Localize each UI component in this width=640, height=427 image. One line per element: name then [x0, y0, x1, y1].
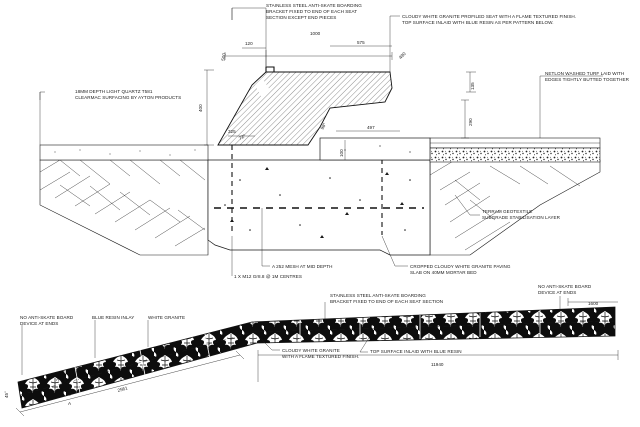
dim-11940: 11940: [431, 362, 444, 367]
note-turf-1: NETLON WASHED TURF LAID WITH: [545, 71, 624, 76]
dim-100: 100: [339, 149, 344, 157]
plan-note-bracket-1: STAINLESS STEEL ANTI-SKATE BOARDING: [330, 293, 426, 298]
dim-1000: 1000: [310, 31, 321, 36]
plan-note-ends-left-2: DEVICE AT ENDS: [20, 321, 58, 326]
note-quartz-1: 18MM DEPTH LIGHT QUARTZ T581: [75, 89, 153, 94]
plan-note-blue-resin: BLUE RESIN INLAY: [92, 315, 134, 320]
dim-1600: 1600: [588, 301, 599, 306]
plan-note-ends-left-1: NO ANTI-SKATE BOARD: [20, 315, 74, 320]
plan-note-cloudy-1: CLOUDY WHITE GRANITE: [282, 348, 340, 353]
plan-note-ends-right-2: DEVICE AT ENDS: [538, 290, 576, 295]
quartz-surfacing: [39, 144, 209, 161]
subbase-herringbone: [39, 159, 601, 256]
dim-72: 72°: [238, 133, 247, 141]
dim-120: 120: [245, 41, 253, 46]
gravel-layer: [429, 147, 601, 163]
note-bolt: 1 X M12 Gr8.8 @ 1M CENTRES: [234, 274, 302, 279]
plan-leaders: [21, 296, 561, 375]
mark-a-upper: A: [56, 377, 60, 382]
plan-drawing: 1600 11940 2561 45° A A NO ANTI-SKATE BO…: [4, 284, 619, 417]
dim-45: 45°: [4, 391, 9, 398]
dim-325: 325: [228, 129, 236, 134]
note-turf-2: EDGES TIGHTLY BUTTED TOGETHER: [545, 77, 630, 82]
dim-98: 98°: [320, 122, 328, 131]
dim-135: 135: [470, 82, 475, 90]
plan-bench-fill: [17, 306, 616, 409]
dim-490: 490: [398, 51, 407, 60]
note-bracket-2: BRACKET FIXED TO END OF EACH SEAT: [266, 9, 357, 14]
note-bracket-1: STAINLESS STEEL ANTI-SKATE BOARDING: [266, 3, 362, 8]
seat-gap: [255, 78, 270, 98]
note-paving-1: CROPPED CLOUDY WHITE GRANITE PAVING: [410, 264, 511, 269]
leader-lines: [39, 7, 603, 276]
dim-497: 497: [367, 125, 375, 130]
quartz-texture: [54, 149, 196, 156]
dim-400: 400: [198, 104, 203, 112]
dim-575: 575: [357, 40, 365, 45]
plan-note-bracket-2: BRACKET FIXED TO END OF EACH SEAT SECTIO…: [330, 299, 443, 304]
paving-slab: [319, 137, 431, 161]
dim-500: 500: [221, 52, 227, 61]
note-seat-1: CLOUDY WHITE GRANITE PROFILED SEAT WITH …: [402, 14, 576, 19]
plan-note-cloudy-2: WITH A FLAME TEXTURED FINISH.: [282, 354, 359, 359]
plan-note-ends-right-1: NO ANTI-SKATE BOARD: [538, 284, 592, 289]
anti-skate-bracket: [265, 66, 275, 72]
dim-2561: 2561: [117, 385, 129, 393]
note-mesh: A 252 MESH AT MID DEPTH: [272, 264, 332, 269]
plan-bench-centreline: [19, 320, 616, 396]
plan-note-top-inlaid: TOP SURFACE INLAID WITH BLUE RESIN: [370, 349, 462, 354]
section-drawing: 1000 575 120 500 490 400 135 290 325 72°…: [39, 3, 630, 279]
note-quartz-2: CLEARMAC SURFACING BY AYTON PRODUCTS: [75, 95, 181, 100]
plan-joints: [74, 310, 541, 394]
note-paving-2: SLAB ON 40MM MORTAR BED: [410, 270, 477, 275]
note-geo-2: SUBGRADE STABILISATION LAYER: [482, 215, 561, 220]
note-bracket-3: SECTION EXCEPT END PIECES: [266, 15, 336, 20]
dim-290: 290: [468, 118, 473, 126]
note-seat-2: TOP SURFACE INLAID WITH BLUE RESIN AS PE…: [402, 20, 554, 25]
note-geo-1: TERRAM GEOTEXTILE: [482, 209, 532, 214]
mark-a-lower: A: [68, 401, 72, 406]
plan-note-white-granite: WHITE GRANITE: [148, 315, 185, 320]
concrete-foundation: [207, 145, 431, 256]
plan-dimensions: [15, 298, 619, 417]
